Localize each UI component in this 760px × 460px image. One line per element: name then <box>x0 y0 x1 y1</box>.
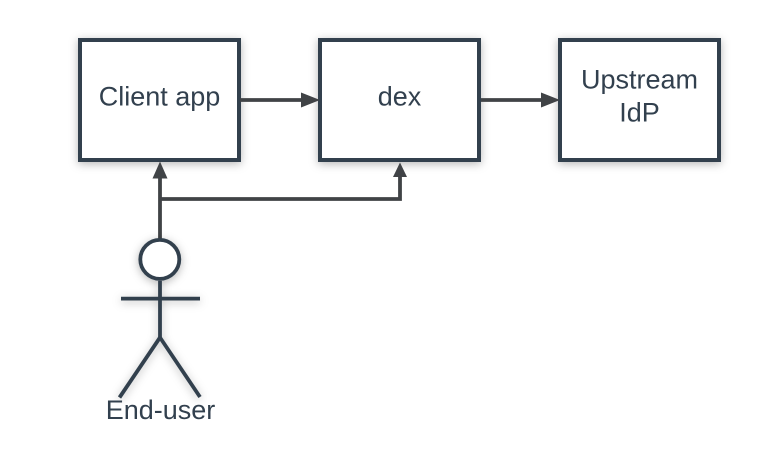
svg-text:Upstream: Upstream <box>581 64 698 94</box>
svg-text:End-user: End-user <box>106 395 216 425</box>
svg-text:IdP: IdP <box>619 98 660 128</box>
svg-text:dex: dex <box>378 82 422 112</box>
svg-text:Client app: Client app <box>99 82 221 112</box>
